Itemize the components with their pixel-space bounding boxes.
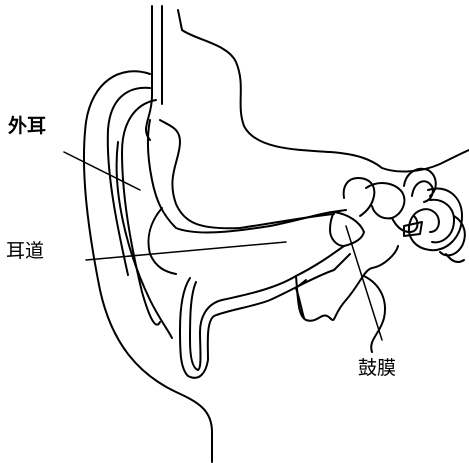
leader-line-eardrum (346, 226, 382, 340)
semicircular-canal-2 (412, 181, 433, 202)
label-outer-ear: 外耳 (8, 117, 46, 136)
stapes-footplate (404, 222, 422, 236)
antihelix (117, 142, 172, 338)
leader-line-ear-canal (86, 242, 286, 260)
skull-curve (178, 10, 469, 171)
vestibule-lobe (440, 216, 465, 255)
canal-upper-wall-inner (160, 120, 334, 228)
leader-line-outer-ear (64, 152, 140, 190)
malleus (344, 178, 375, 216)
cochlea-spiral-inner (430, 200, 454, 243)
label-eardrum: 鼓膜 (358, 359, 396, 378)
label-ear-canal: 耳道 (6, 242, 44, 261)
helix-inner-fold-2 (122, 100, 160, 325)
canal-lower-wall-inner (190, 246, 344, 370)
concha-edge (149, 208, 177, 274)
